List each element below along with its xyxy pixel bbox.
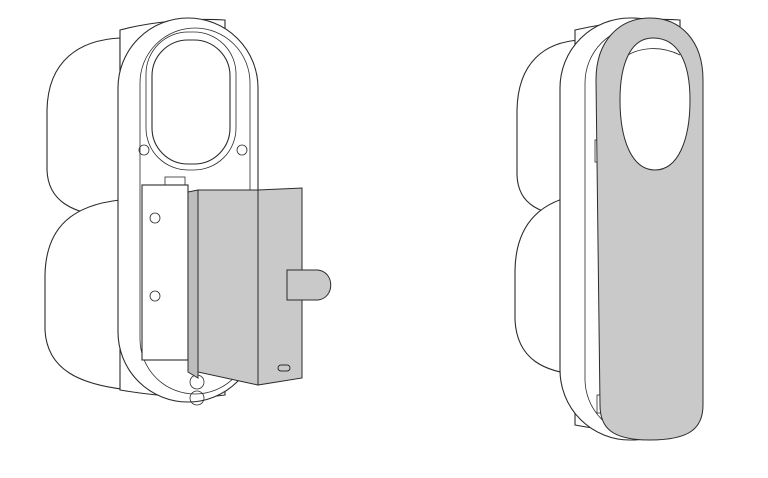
battery-side (257, 187, 303, 386)
top-opening (151, 39, 231, 165)
cover-hole-inner-wall (627, 48, 681, 56)
battery-pull-tab (286, 269, 332, 301)
back-shell-top-lobe (46, 37, 121, 219)
battery-front (197, 189, 259, 386)
screw-hole (138, 144, 150, 156)
cover-plate (595, 17, 704, 441)
screw-hole (149, 212, 161, 224)
latch (164, 176, 186, 186)
screw-hole (236, 144, 248, 156)
screw-hole (189, 390, 205, 406)
gray-cover (595, 17, 704, 441)
device-with-cover (514, 17, 704, 441)
top-opening-outer (145, 31, 237, 171)
battery-bay (141, 184, 189, 361)
device-open-with-battery (44, 17, 332, 406)
back-shell-bottom-lobe (44, 199, 131, 391)
battery-left-edge (187, 189, 199, 379)
screw-hole (149, 290, 161, 302)
usb-c-port (277, 364, 291, 372)
